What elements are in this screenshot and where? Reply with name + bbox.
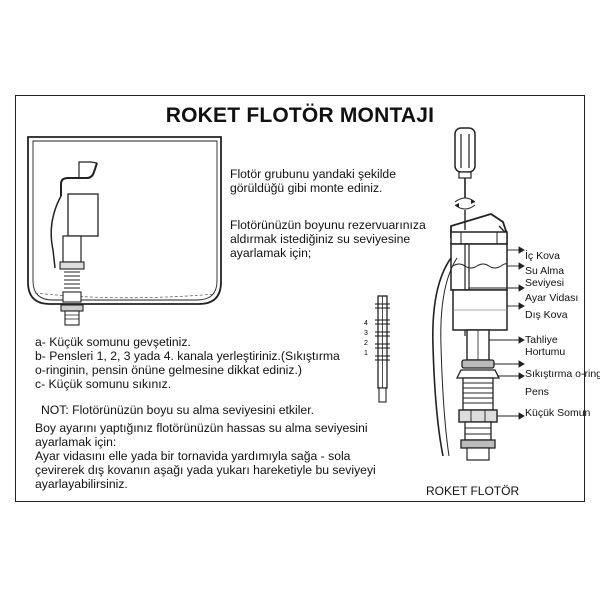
step-b-line-2: o-ringinin, pensin önüne gelmesine dikka… (35, 363, 302, 377)
tank-thread-lines (64, 271, 80, 289)
channel-number-1: 1 (364, 350, 368, 357)
main-thread-lines (462, 377, 494, 411)
screwdriver-handle (454, 127, 476, 173)
label-adjusting-screw: Ayar Vidası (525, 292, 579, 304)
label-drain-hose-1: Tahliye (525, 334, 558, 346)
channel-number-4: 4 (364, 320, 368, 327)
label-small-nut: Küçük Somun (525, 407, 591, 419)
label-outer-bucket: Dış Kova (525, 309, 568, 321)
roket-float-diagram (432, 127, 525, 461)
intro-line-2: görüldüğü gibi monte ediniz. (230, 181, 383, 195)
label-inner-bucket: İç Kova (525, 250, 561, 262)
channel-number-2: 2 (364, 340, 368, 347)
diagram-caption: ROKET FLOTÖR (426, 484, 520, 498)
fine-adjust-line-2: ayarlamak için: (35, 435, 117, 449)
o-ring (461, 359, 495, 369)
drain-hose (432, 257, 452, 457)
channel-rod-illustration: 4 3 2 1 (364, 295, 390, 403)
label-drain-hose-2: Hortumu (525, 346, 566, 358)
leader-lines (469, 246, 525, 420)
label-water-level-2: Seviyesi (525, 277, 565, 289)
step-c: c- Küçük somunu sıkınız. (35, 377, 172, 391)
step-a: a- Küçük somunu gevşetiniz. (35, 335, 191, 349)
clip (455, 369, 501, 379)
channel-number-3: 3 (364, 330, 368, 337)
fine-adjust-line-4: çevirerek dış kovanın aşağı yada yukarı … (35, 463, 376, 477)
page-title: ROKET FLOTÖR MONTAJI (165, 104, 435, 127)
fine-adjust-line-5: ayarlayabilirsiniz. (35, 477, 128, 491)
tank-illustration (27, 136, 222, 326)
label-water-level-1: Su Alma (525, 265, 565, 277)
note: NOT: Flotörünüzün boyu su alma seviyesin… (41, 403, 314, 417)
fine-adjust-line-1: Boy ayarını yaptığınız flotörünüzün hass… (35, 421, 368, 435)
inner-bucket (450, 243, 508, 291)
step-b-line-1: b- Pensleri 1, 2, 3 yada 4. kanala yerle… (35, 349, 340, 363)
small-nut (458, 409, 498, 423)
height-intro-line-2: aldırmak istediğiniz su seviyesine (230, 232, 411, 246)
instruction-sheet: ROKET FLOTÖR MONTAJI Flotör grubunu yand… (15, 95, 600, 502)
intro-line-1: Flotör grubunu yandaki şekilde (230, 167, 396, 181)
label-o-ring: Sıkıştırma o-ringi (525, 368, 600, 380)
fine-adjust-line-3: Ayar vidasını elle yada bir tornavida ya… (35, 449, 351, 463)
label-clip: Pens (525, 386, 549, 398)
channel-grooves (375, 303, 390, 361)
height-intro-line-3: ayarlamak için; (230, 246, 312, 260)
height-intro-line-1: Flotörünüzün boyunu rezervuarınıza (230, 218, 426, 232)
